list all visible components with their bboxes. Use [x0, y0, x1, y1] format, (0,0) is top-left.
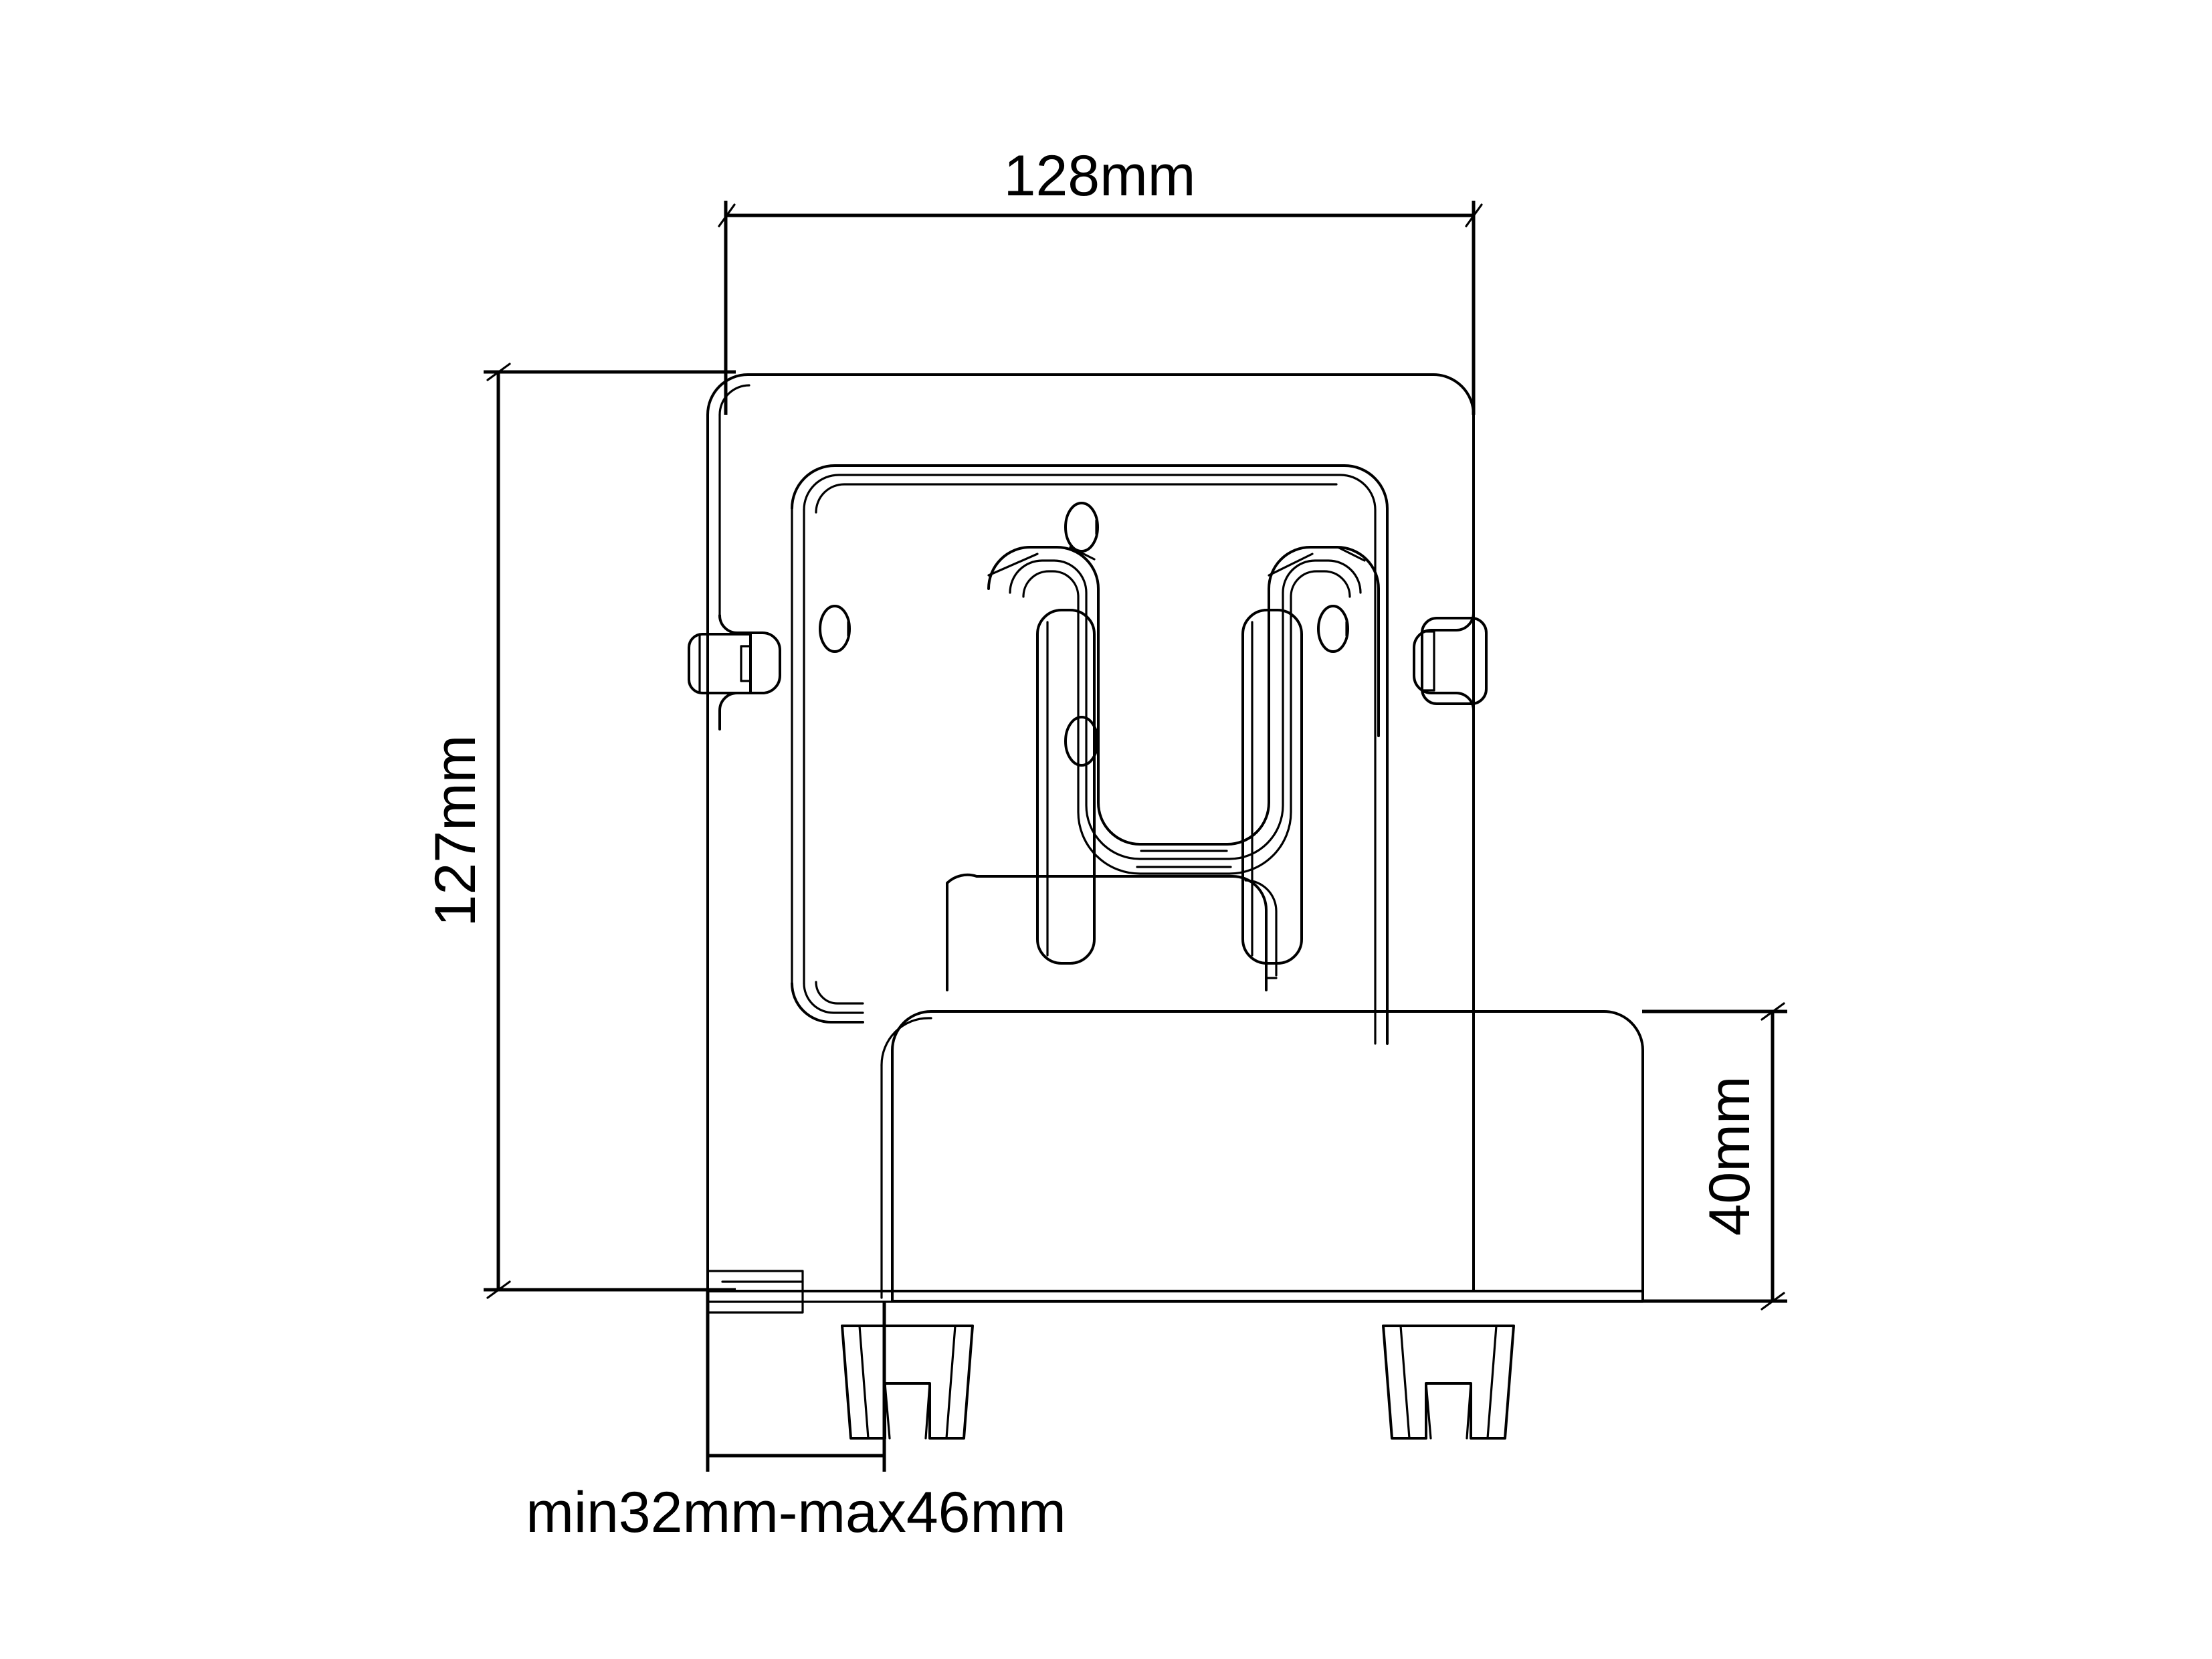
tray-back-panel-offset — [1244, 879, 1278, 977]
faceplate-bottom-left-return-inner2 — [815, 981, 864, 1005]
screw-hole-mid-center — [1064, 716, 1099, 767]
screw-hole-top-center — [1064, 502, 1099, 553]
outer-shell-outline — [706, 373, 1475, 1292]
dim-tick-bottom-127 — [486, 1280, 511, 1299]
dim-label-clamp-range: min32mm-max46mm — [526, 1480, 1066, 1545]
dimension-height-127mm — [484, 363, 736, 1299]
dim-label-127mm: 127mm — [423, 735, 488, 927]
dim-tick-top-40 — [1761, 1002, 1785, 1021]
tray-back-panel — [946, 873, 1268, 991]
left-clip-notch-outline — [718, 614, 781, 730]
dim-tick-bottom-40 — [1761, 1292, 1785, 1310]
h-slot-left-bar — [1036, 609, 1096, 965]
base-left-step — [706, 1270, 804, 1314]
right-clip-notch-outline — [1413, 601, 1475, 712]
dim-label-40mm: 40mm — [1698, 1076, 1762, 1236]
front-tray-inner-left-offset — [880, 1017, 932, 1066]
h-slot-right-top-cap — [1268, 553, 1314, 577]
foot-right-inner-edge-4 — [1466, 1382, 1472, 1440]
h-slot-right-top-cap2 — [1336, 546, 1366, 562]
dim-label-128mm: 128mm — [1004, 144, 1196, 208]
faceplate-inner-offset-top2 — [815, 483, 1338, 514]
foot-right-inner-edge-1 — [1399, 1325, 1411, 1440]
faceplate-outline — [791, 464, 1389, 1045]
bracket-assembly — [688, 373, 1644, 1472]
foot-right — [1382, 1325, 1515, 1440]
foot-left-inner-edge-1 — [858, 1325, 870, 1440]
dimension-clamp-range — [706, 1290, 886, 1472]
dim-tick-right-128 — [1465, 203, 1483, 227]
foot-right-inner-edge-3 — [1425, 1382, 1432, 1440]
dimension-depth-40mm — [1642, 1002, 1787, 1310]
screw-holes-group — [819, 502, 1349, 767]
faceplate-inner-offset-top — [803, 474, 1377, 1045]
screw-hole-right — [1317, 605, 1349, 653]
dim-tick-top-127 — [486, 363, 511, 381]
h-slot-inner-offset2 — [1022, 570, 1351, 875]
dimension-width-128mm — [718, 201, 1483, 415]
foot-left-inner-edge-2 — [945, 1325, 957, 1440]
foot-left-inner-edge-4 — [924, 1382, 931, 1440]
outer-shell-left-inner-edge — [718, 384, 750, 416]
h-slot-right-bar — [1241, 609, 1303, 965]
dim-tick-left-128 — [718, 203, 736, 227]
faceplate-bottom-left-return-inner — [803, 982, 864, 1014]
right-clip-plate — [1421, 617, 1488, 705]
front-tray-outline — [891, 1010, 1644, 1302]
foot-left — [841, 1325, 974, 1440]
h-slot-inner-offset-left — [1009, 559, 1362, 860]
faceplate-bottom-left-return — [791, 982, 864, 1023]
screw-hole-left — [819, 605, 851, 653]
foot-right-inner-edge-2 — [1486, 1325, 1498, 1440]
h-slot-left-top-cap — [987, 553, 1039, 577]
left-clip-plate — [688, 633, 752, 694]
